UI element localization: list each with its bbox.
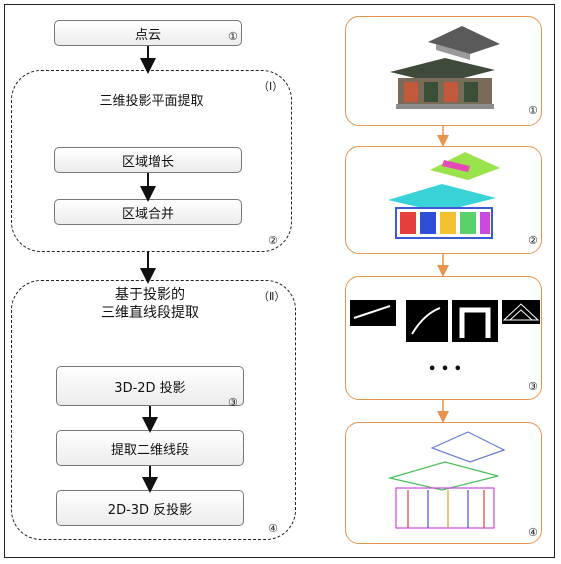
projection-3d-2d-box: 3D-2D 投影 xyxy=(56,366,244,406)
group-tag-2: （Ⅱ） xyxy=(258,290,286,303)
extract-2d-lines-label: 提取二维线段 xyxy=(110,442,189,458)
group-tag-1: （Ⅰ） xyxy=(258,80,284,93)
step-number-4: ④ xyxy=(268,522,278,535)
extract-2d-lines-box: 提取二维线段 xyxy=(56,430,244,466)
line-extraction-title-1: 基于投影的 xyxy=(115,287,185,303)
point-cloud-label: 点云 xyxy=(134,27,161,43)
step-number-3: ③ xyxy=(228,396,238,409)
building-pointcloud-image xyxy=(390,26,500,109)
step-number-2: ② xyxy=(268,234,278,247)
figure-frame xyxy=(4,4,555,558)
plane-extraction-title: 三维投影平面提取 xyxy=(99,94,204,109)
back-projection-label: 2D-3D 反投影 xyxy=(107,502,193,518)
step-number-1: ① xyxy=(228,30,238,43)
back-projection-box: 2D-3D 反投影 xyxy=(56,490,244,526)
segmented-building-image xyxy=(388,152,500,239)
region-growing-label: 区域增长 xyxy=(121,154,174,170)
region-growing-box: 区域增长 xyxy=(54,147,242,173)
ellipsis: • • • xyxy=(428,362,462,377)
line-extraction-title-2: 三维直线段提取 xyxy=(101,305,199,321)
line-segment-building-image xyxy=(387,431,506,529)
panel-number-3: ③ xyxy=(528,380,538,393)
point-cloud-box: 点云 xyxy=(54,20,242,46)
projection-3d-2d-label: 3D-2D 投影 xyxy=(114,380,186,396)
projection-images xyxy=(350,300,540,342)
panel-number-2: ② xyxy=(528,234,538,247)
panel-number-1: ① xyxy=(528,104,538,117)
panel-number-4: ④ xyxy=(528,526,538,539)
region-merging-label: 区域合并 xyxy=(121,206,174,222)
